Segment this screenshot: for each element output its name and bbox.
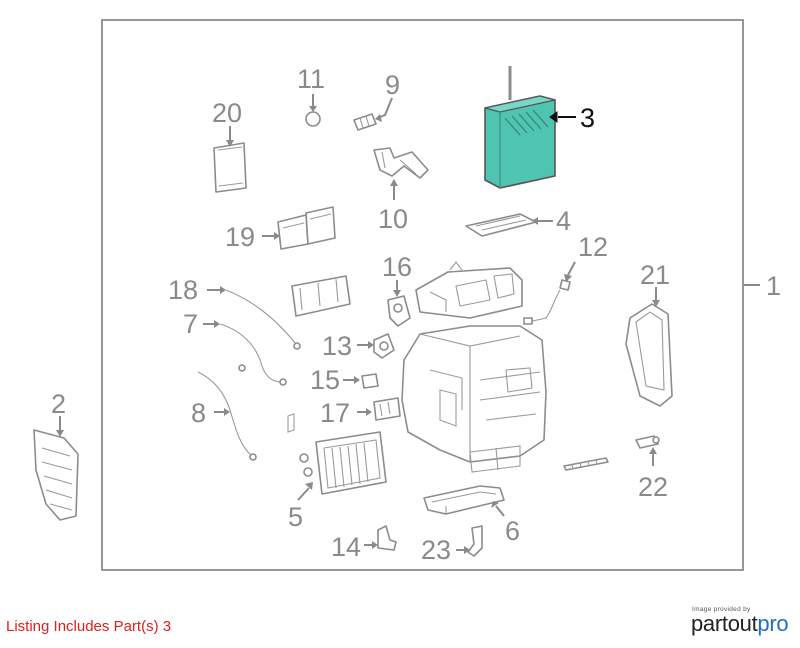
part-17-resistor (357, 397, 401, 421)
callout-8: 8 (191, 398, 206, 428)
listing-caption: Listing Includes Part(s) 3 (6, 618, 172, 635)
part-2-cover (33, 416, 79, 521)
callout-4: 4 (556, 206, 571, 236)
callout-19: 19 (225, 222, 255, 252)
part-21-duct (625, 287, 673, 407)
partoutpro-logo: partoutpro (691, 611, 789, 637)
callout-9: 9 (385, 70, 400, 100)
callout-21: 21 (640, 260, 670, 290)
callout-10: 10 (378, 204, 408, 234)
assembly-frame (101, 19, 744, 571)
callout-18: 18 (168, 275, 198, 305)
part-4-door (465, 213, 553, 237)
callout-23: 23 (421, 535, 451, 565)
part-16-actuator (387, 280, 411, 327)
part-15-clip (343, 373, 379, 389)
part-20-filter (213, 126, 247, 193)
callout-12: 12 (578, 232, 608, 262)
part-rod (563, 457, 609, 471)
part-small-bracket (287, 413, 295, 433)
callout-22: 22 (638, 472, 668, 502)
part-19-filter-pieces (262, 206, 336, 250)
part-7-cable (203, 320, 287, 386)
part-13-motor (357, 333, 395, 359)
part-14-bracket (364, 525, 397, 551)
part-18-cable (207, 286, 301, 350)
part-10-pipe (373, 147, 429, 200)
part-filter-element (291, 275, 351, 317)
part-6-tray (423, 485, 505, 517)
part-5-heater-core (297, 431, 387, 501)
part-11-screw (305, 94, 321, 127)
callout-16: 16 (382, 252, 412, 282)
logo-brand-dark: partout (691, 611, 758, 636)
logo-brand-accent: pro (757, 611, 789, 636)
credit-label: Image provided by (692, 606, 751, 613)
callout-2: 2 (51, 389, 66, 419)
callout-20: 20 (212, 98, 242, 128)
callout-6: 6 (505, 516, 520, 546)
callout-3: 3 (580, 103, 595, 133)
part-9-clip (353, 97, 393, 131)
part-main-housing (401, 325, 547, 473)
callout-15: 15 (310, 365, 340, 395)
callout-11: 11 (297, 64, 325, 94)
callout-1: 1 (766, 271, 781, 301)
part-12-sensor (523, 261, 576, 325)
part-23-hose (456, 525, 483, 557)
part-3-evaporator (484, 66, 576, 189)
callout-17: 17 (320, 398, 350, 428)
callout-5: 5 (288, 502, 303, 532)
part-8-cable (197, 371, 257, 461)
callout-13: 13 (322, 331, 352, 361)
callout-7: 7 (183, 309, 198, 339)
callout-14: 14 (331, 532, 361, 562)
part-22-sensor (635, 435, 660, 466)
part-upper-case (415, 261, 523, 319)
